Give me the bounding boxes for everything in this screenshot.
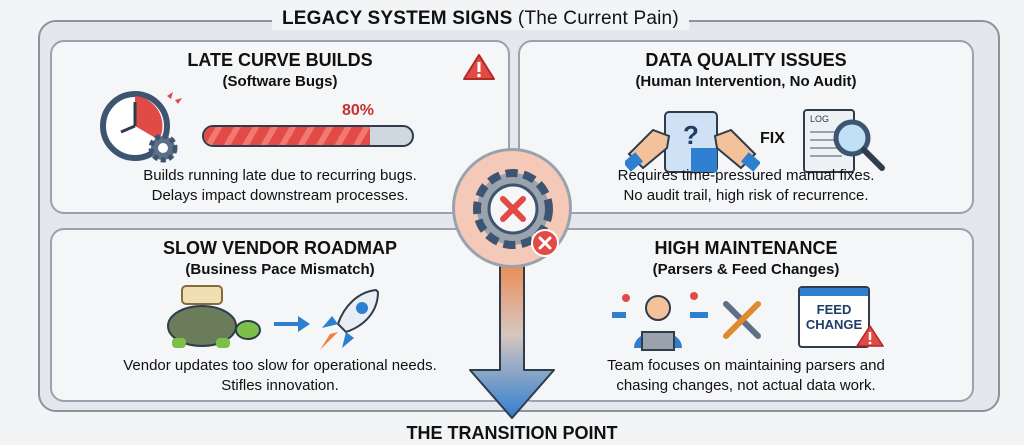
card-title: DATA QUALITY ISSUES <box>645 50 847 70</box>
card-late-curve-builds: LATE CURVE BUILDS (Software Bugs) 80% Bu… <box>50 40 510 214</box>
feed-label: FEED <box>816 302 852 317</box>
gear-error-icon <box>473 169 559 257</box>
arrow-right-icon <box>274 316 310 332</box>
card-title: LATE CURVE BUILDS <box>187 50 373 70</box>
card-high-maintenance: HIGH MAINTENANCE (Parsers & Feed Changes… <box>518 228 974 402</box>
card-subtitle: (Parsers & Feed Changes) <box>652 261 840 278</box>
change-label: CHANGE <box>805 317 863 332</box>
svg-text:?: ? <box>683 120 699 150</box>
card-desc-line2: Delays impact downstream processes. <box>151 187 409 204</box>
card-title: SLOW VENDOR ROADMAP <box>163 238 397 258</box>
puzzle-hands-icon: ? <box>625 111 760 173</box>
stressed-developer-icon <box>612 292 708 351</box>
card-desc-line2: No audit trail, high risk of recurrence. <box>623 187 869 204</box>
log-magnifier-icon: LOG <box>803 109 885 173</box>
card-subtitle: (Human Intervention, No Audit) <box>635 73 857 90</box>
log-label: LOG <box>810 114 829 124</box>
wrench-screwdriver-icon <box>723 301 761 339</box>
card-subtitle: (Software Bugs) <box>222 73 338 90</box>
card-slow-vendor-roadmap: SLOW VENDOR ROADMAP (Business Pace Misma… <box>50 228 510 402</box>
broken-clock-gear-icon <box>100 91 182 163</box>
transition-arrow <box>469 250 555 419</box>
card-data-quality-issues: DATA QUALITY ISSUES (Human Intervention,… <box>518 40 974 214</box>
card-desc-line1: Team focuses on maintaining parsers and <box>607 357 885 374</box>
warning-icon <box>856 324 884 347</box>
card-desc-line1: Builds running late due to recurring bug… <box>143 167 417 184</box>
progress-bar <box>202 125 414 147</box>
card-desc-line1: Requires time-pressured manual fixes. <box>617 167 875 184</box>
transition-point-label: THE TRANSITION POINT <box>406 423 618 443</box>
broken-system-hub <box>452 148 572 268</box>
card-subtitle: (Business Pace Mismatch) <box>185 261 375 278</box>
warning-icon <box>463 54 495 80</box>
card-desc-line1: Vendor updates too slow for operational … <box>123 357 437 374</box>
card-title: HIGH MAINTENANCE <box>654 238 838 258</box>
card-desc-line2: Stifles innovation. <box>221 377 339 394</box>
progress-percent: 80% <box>342 102 375 119</box>
rocket-icon <box>320 288 380 350</box>
window-titlebar <box>800 288 868 296</box>
fix-label: FIX <box>760 130 785 147</box>
card-desc-line2: chasing changes, not actual data work. <box>616 377 876 394</box>
progress-fill <box>204 127 371 145</box>
main-title: LEGACY SYSTEM SIGNS (The Current Pain) <box>272 8 689 30</box>
turtle-icon <box>167 285 261 348</box>
feed-change-window-icon: FEED CHANGE <box>798 286 870 348</box>
title-subtitle: (The Current Pain) <box>517 8 679 29</box>
title-text: LEGACY SYSTEM SIGNS <box>282 8 513 29</box>
